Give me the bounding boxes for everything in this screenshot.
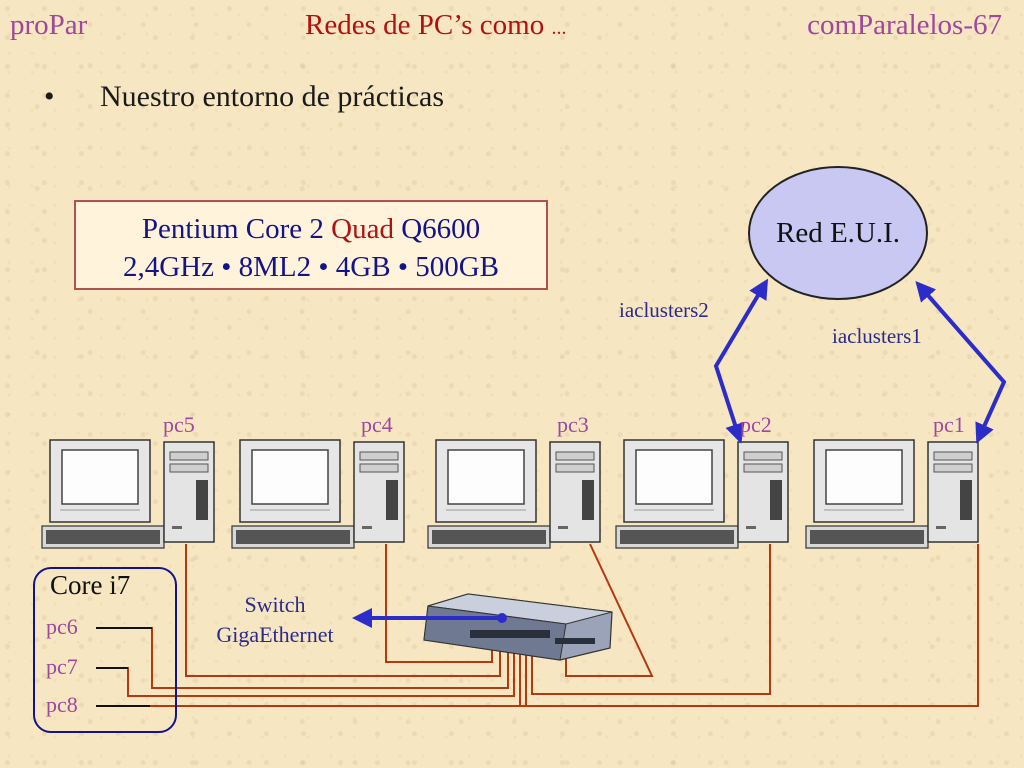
- switch-label-line-2: GigaEthernet: [216, 622, 334, 647]
- specs-line-1-c: Q6600: [393, 213, 481, 245]
- link-label-iaclusters2: iaclusters2: [619, 298, 709, 322]
- pc-label-pc7: pc7: [46, 654, 78, 679]
- header-left: proPar: [10, 9, 88, 41]
- switch-label: Switch GigaEthernet: [200, 590, 350, 650]
- header-right: comParalelos-67: [807, 9, 1002, 41]
- specs-line-2: 2,4GHz • 8ML2 • 4GB • 500GB: [122, 251, 500, 283]
- core-i7-title: Core i7: [50, 570, 131, 600]
- core-connectors: [96, 627, 152, 707]
- pc-label-pc2: pc2: [740, 412, 772, 437]
- switch-pointer-dot: [497, 613, 507, 623]
- pc-label-pc8: pc8: [46, 692, 78, 717]
- computer-pc1: [805, 439, 979, 549]
- network-label: Red E.U.I.: [775, 216, 901, 249]
- link-iaclusters2: [713, 278, 769, 444]
- pc-label-pc4: pc4: [361, 412, 393, 437]
- cables: [96, 543, 979, 707]
- header-title-dots: ...: [551, 17, 567, 39]
- bullet-marker: •: [44, 80, 55, 113]
- network-node: Red E.U.I.: [748, 166, 928, 300]
- pc-label-pc5: pc5: [163, 412, 195, 437]
- switch-device: [423, 593, 613, 661]
- computer-pc3: [427, 439, 601, 549]
- header-title: Redes de PC’s como ...: [305, 8, 567, 45]
- bullet-text: Nuestro entorno de prácticas: [100, 80, 445, 113]
- computer-pc4: [231, 439, 405, 549]
- link-iaclusters1: [915, 280, 1007, 444]
- pc-label-pc3: pc3: [557, 412, 589, 437]
- computer-pc5: [41, 439, 215, 549]
- header-title-text: Redes de PC’s como: [305, 9, 545, 41]
- pc-label-pc6: pc6: [46, 614, 78, 639]
- core-i7-group: [33, 567, 177, 733]
- link-label-iaclusters1: iaclusters1: [832, 324, 922, 348]
- specs-line-1: Pentium Core 2 Quad Q6600: [76, 210, 546, 248]
- pc-label-pc1: pc1: [933, 412, 965, 437]
- specs-box: Pentium Core 2 Quad Q6600 2,4GHz • 8ML2 …: [74, 200, 548, 290]
- specs-quad: Quad: [331, 213, 394, 245]
- specs-line-1-a: Pentium Core 2: [141, 213, 332, 245]
- computer-pc2: [615, 439, 789, 549]
- switch-label-line-1: Switch: [244, 592, 306, 617]
